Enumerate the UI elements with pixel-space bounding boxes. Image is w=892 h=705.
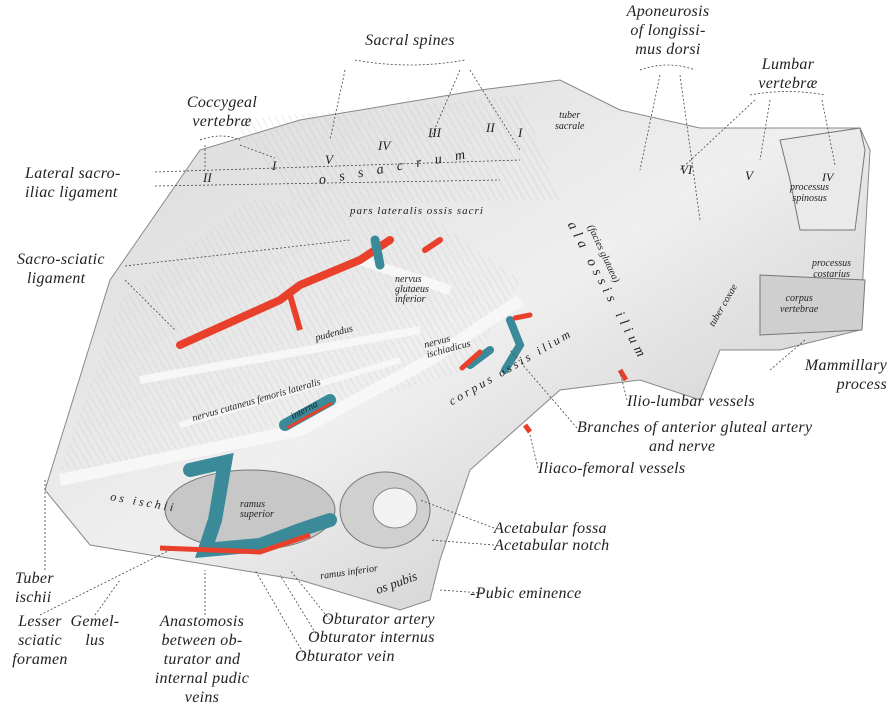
label-line: Tuber: [15, 570, 54, 587]
label-line: and nerve: [649, 438, 716, 455]
corpus-vertebrae-text: corpus vertebrae: [780, 293, 818, 315]
label-line: Lesser: [18, 613, 62, 630]
label-line: inferior: [395, 294, 426, 305]
nervus-glutaeus-text: nervus glutaeus inferior: [395, 275, 429, 305]
label-aponeurosis: Aponeurosis of longissi- mus dorsi: [627, 2, 710, 59]
processus-costarius-text: processus costarius: [812, 258, 851, 280]
label-line: lus: [85, 632, 105, 649]
label-line: ischii: [15, 589, 52, 606]
label-line: costarius: [813, 269, 850, 280]
label-line: foramen: [12, 651, 68, 668]
label-line: superior: [240, 509, 274, 520]
label-lesser-sciatic-foramen: Lesser sciatic foramen: [12, 612, 67, 669]
label-line: turator and: [163, 651, 241, 668]
label-obturator-internus: Obturator internus: [308, 629, 435, 646]
label-line: ligament: [27, 270, 86, 287]
sacral-numeral: V: [325, 152, 333, 167]
lumbar-vertebra: [779, 127, 866, 231]
label-line: Sacro-sciatic: [17, 251, 105, 268]
label-line: Lumbar: [761, 56, 815, 73]
label-line: between ob-: [161, 632, 243, 649]
label-acetabular-fossa: Acetabular fossa: [494, 520, 607, 537]
sacral-numeral: I: [518, 125, 523, 140]
label-lateral-sacroiliac-ligament: Lateral sacro- iliac ligament: [25, 164, 121, 202]
label-line: corpus: [785, 293, 813, 304]
label-line: of longissi-: [630, 22, 706, 39]
label-sacral-spines: Sacral spines: [365, 32, 455, 49]
label-line: sacrale: [555, 121, 585, 132]
lumbar-numeral: VI: [680, 162, 693, 177]
label-line: process: [836, 376, 887, 393]
label-line: Lateral sacro-: [25, 165, 121, 182]
label-line: tuber: [559, 110, 581, 121]
obturator-artery: [159, 532, 311, 555]
label-line: veins: [184, 689, 220, 705]
leader-lines: [39, 59, 836, 657]
label-line: Anastomosis: [159, 613, 245, 630]
tuber-sacrale-text: tuber sacrale: [555, 110, 584, 132]
gluteal-vessels: [466, 316, 525, 374]
label-line: Branches of anterior gluteal artery: [577, 419, 813, 436]
sacrotuberous-ligament: [60, 200, 520, 470]
pars-lateralis-text: pars lateralis ossis sacri: [350, 205, 484, 217]
processus-spinosus-text: processus spinosus: [790, 182, 829, 204]
label-acetabular-notch: Acetabular notch: [494, 537, 610, 554]
label-mammillary-process: Mammillary process: [805, 356, 887, 394]
label-line: Coccygeal: [186, 94, 258, 111]
label-line: mus dorsi: [635, 41, 701, 58]
label-line: processus: [812, 258, 852, 269]
label-coccygeal-vertebrae: Coccygeal vertebræ: [187, 93, 257, 131]
label-obturator-vein: Obturator vein: [295, 648, 395, 665]
vertebral-body: [759, 274, 866, 336]
lumbar-numeral: IV: [822, 170, 834, 184]
label-obturator-artery: Obturator artery: [322, 611, 435, 628]
label-line: processus: [790, 182, 830, 193]
label-line: vertebræ: [192, 113, 252, 130]
label-anastomosis: Anastomosis between ob- turator and inte…: [155, 612, 249, 705]
label-line: sciatic: [18, 632, 62, 649]
label-anterior-gluteal: Branches of anterior gluteal artery and …: [577, 418, 812, 456]
inferior-gluteal-artery: [176, 236, 394, 349]
label-gemellus: Gemel- lus: [71, 612, 120, 650]
sciatic-nerve: [58, 295, 524, 486]
label-line: vertebræ: [758, 75, 818, 92]
coccyx-numeral: I: [272, 158, 277, 173]
label-iliaco-femoral-vessels: Iliaco-femoral vessels: [538, 460, 686, 477]
label-line: nervus: [395, 274, 422, 285]
label-line: glutaeus: [395, 284, 429, 295]
coccyx-numeral: II: [203, 170, 212, 185]
label-line: vertebrae: [780, 304, 819, 315]
label-line: Mammillary: [804, 357, 887, 374]
label-tuber-ischii: Tuber ischii: [15, 569, 54, 607]
label-line: internal pudic: [154, 670, 250, 687]
lumbar-numeral: V: [745, 168, 753, 183]
label-line: ramus: [240, 499, 266, 510]
label-ilio-lumbar-vessels: Ilio-lumbar vessels: [627, 393, 755, 410]
label-line: spinosus: [792, 193, 827, 204]
sacral-numeral: II: [486, 120, 495, 135]
label-line: Gemel-: [70, 613, 120, 630]
label-sacrosciatic-ligament: Sacro-sciatic ligament: [17, 250, 105, 288]
sacrum-fibers: [230, 95, 560, 205]
label-line: Aponeurosis: [626, 3, 710, 20]
sacral-numeral: III: [428, 125, 441, 140]
label-line: iliac ligament: [25, 184, 118, 201]
internal-pudic-vein: [279, 394, 336, 431]
label-lumbar-vertebrae: Lumbar vertebræ: [758, 55, 817, 93]
label-pubic-eminence: -Pubic eminence: [470, 585, 582, 602]
sacral-numeral: IV: [378, 138, 391, 153]
ramus-superior-text: ramus superior: [240, 500, 274, 520]
